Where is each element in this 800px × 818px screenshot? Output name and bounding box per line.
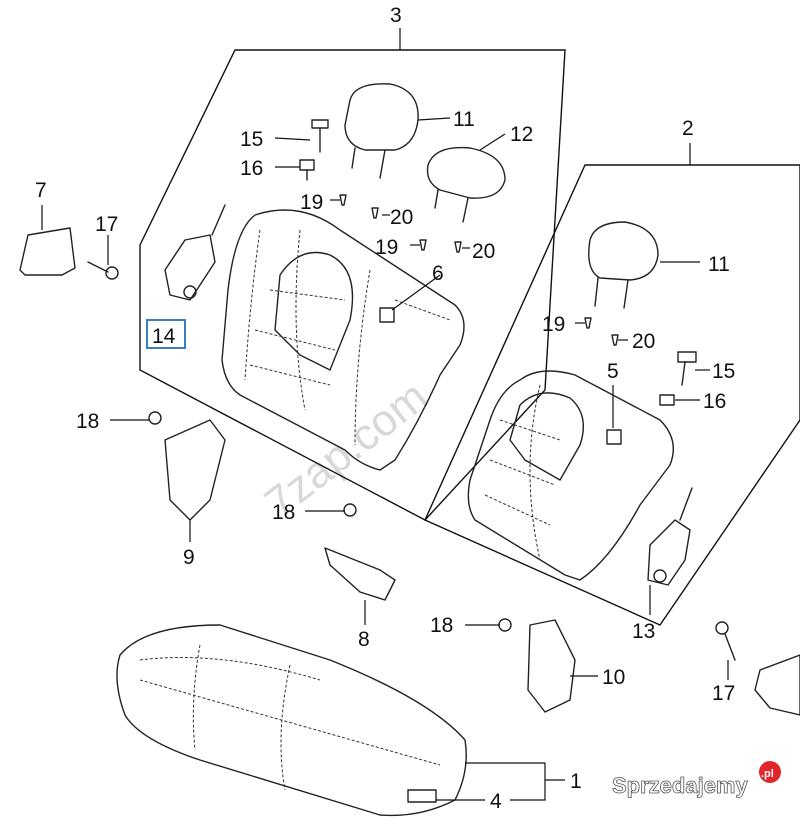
bolt-15-lower [677,351,697,386]
highlight-box-14 [146,319,186,349]
label-6: 6 [432,262,444,285]
bracket-9 [164,419,226,521]
seat-cushion [116,624,467,817]
label-11-upper: 11 [453,108,475,131]
leader-lines [41,117,729,801]
label-15-lower: 15 [712,360,735,383]
label-20-mid: 20 [472,240,495,263]
label-18-mid: 18 [272,501,295,524]
brand-logo-suffix: .pl [761,768,774,780]
frame-group-3 [139,49,566,521]
bracket-right [754,654,800,716]
nut-16-lower [659,394,675,406]
label-17-upper: 17 [95,213,118,236]
label-16-upper: 16 [240,157,263,180]
label-9: 9 [183,546,195,569]
label-18-left: 18 [76,410,99,433]
brand-logo-text: Sprzedajemy [612,773,748,798]
label-15-upper: 15 [240,128,263,151]
label-12: 12 [510,123,533,146]
label-16-lower: 16 [703,390,726,413]
label-3: 3 [390,4,402,27]
label-14: 14 [152,325,176,348]
label-19-lower: 19 [542,313,565,336]
label-13: 13 [632,620,655,643]
label-8: 8 [358,628,370,651]
bracket-8 [324,547,396,601]
headrest-large-left [344,83,419,151]
label-7: 7 [35,179,47,202]
label-11-lower: 11 [708,253,730,276]
label-19-mid: 19 [375,236,398,259]
label-20-upper: 20 [390,206,413,229]
nut-16-upper [299,159,315,181]
label-17-lower: 17 [712,682,735,705]
label-20-lower: 20 [632,330,655,353]
backrest-large [221,209,465,471]
bracket-7 [19,227,76,276]
label-5: 5 [607,360,619,383]
label-18-right: 18 [430,614,453,637]
label-2: 2 [682,117,694,140]
label-19-upper: 19 [300,191,323,214]
headrest-large-right [426,146,506,199]
frame-group-2 [424,164,800,626]
brand-logo-dot [759,761,781,783]
label-10: 10 [602,666,625,689]
label-1: 1 [570,770,582,793]
bolt-17-lower [715,621,736,661]
headrest-small [588,221,659,281]
backrest-small [467,370,674,581]
latch-14 [164,234,216,301]
bolt-15-upper [311,119,329,153]
bracket-10 [527,619,576,713]
label-4: 4 [490,790,502,813]
latch-13 [647,519,691,586]
